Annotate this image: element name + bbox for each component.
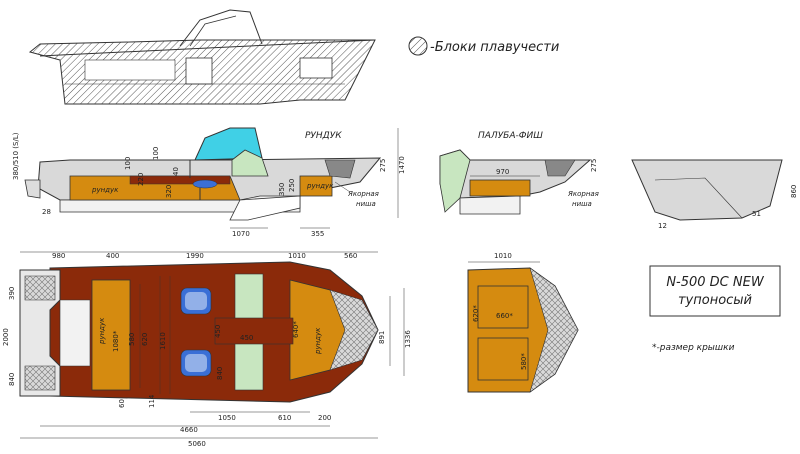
dim-40: 40	[172, 167, 180, 176]
plan-dim-450b: 450	[240, 334, 253, 342]
dim-350: 350	[278, 183, 286, 196]
deck-plan-dim-660: 660*	[496, 312, 513, 320]
dim-1070: 1070	[232, 230, 250, 238]
dim-355: 355	[311, 230, 324, 238]
deck-plan-dim-620: 620*	[472, 305, 480, 322]
anchor-label-3: Якорная	[567, 190, 599, 198]
deck-dim-275: 275	[590, 159, 598, 172]
plan-dim-610: 610	[278, 414, 291, 422]
dim-250: 250	[288, 179, 296, 192]
plan-dim-400: 400	[106, 252, 119, 260]
plan-dim-1010: 1010	[288, 252, 306, 260]
angle-12: 12	[658, 222, 667, 230]
deck-title: ПАЛУБА-ФИШ	[478, 131, 543, 141]
plan-dim-1336: 1336	[404, 330, 412, 348]
plan-dim-891: 891	[378, 331, 386, 344]
dim-275: 275	[379, 159, 387, 172]
footnote: *-размер крышки	[652, 343, 735, 353]
section-dim-860: 860	[790, 185, 798, 198]
plan-dim-200: 200	[318, 414, 331, 422]
plan-dim-4660: 4660	[180, 426, 198, 434]
plan-view: рундук рундук 980 400 1990 1010 560 390 …	[2, 251, 412, 448]
anchor-label-2: ниша	[356, 200, 376, 208]
plan-dim-114: 114	[148, 394, 156, 408]
angle-51: 51	[752, 210, 761, 218]
deck-plan-view: 1010 620* 660* 580*	[467, 252, 579, 393]
locker-top-label: РУНДУК	[305, 131, 342, 141]
locker-label-2: рундук	[306, 182, 334, 190]
plan-dim-60: 60	[118, 399, 126, 408]
locker-label: рундук	[91, 186, 119, 194]
plan-dim-620: 620	[141, 333, 149, 346]
anchor-label-4: ниша	[572, 200, 592, 208]
deck-plan-dim-580: 580*	[520, 353, 528, 370]
seat-icon	[180, 287, 212, 315]
plan-dim-1610: 1610	[159, 332, 167, 350]
plan-dim-580: 580	[128, 333, 136, 346]
dim-1470: 1470	[398, 156, 406, 174]
plan-dim-640: 640*	[292, 321, 300, 338]
plan-locker-label: рундук	[98, 317, 106, 345]
plan-dim-2000: 2000	[2, 328, 10, 346]
anchor-label-1: Якорная	[347, 190, 379, 198]
model-variant: тупоносый	[678, 293, 752, 308]
dim-100: 100	[152, 147, 160, 160]
plan-dim-390: 390	[8, 287, 16, 300]
plan-dim-450a: 450	[214, 325, 222, 338]
side-section-view: рундук рундук РУНДУК Якорная ниша 380/51…	[12, 127, 406, 238]
hatch-swatch-icon	[408, 36, 428, 56]
plan-dim-840b: 840	[216, 367, 224, 380]
deck-section-view: ПАЛУБА-ФИШ 970 275 Якорная ниша	[439, 131, 599, 215]
plan-dim-1080: 1080*	[112, 330, 120, 352]
deck-plan-dim-1010: 1010	[494, 252, 512, 260]
deck-dim-970: 970	[496, 168, 509, 176]
legend-label: -Блоки плавучести	[430, 40, 559, 55]
plan-dim-980: 980	[52, 252, 65, 260]
plan-dim-1990: 1990	[186, 252, 204, 260]
plan-dim-840: 840	[8, 373, 16, 386]
model-name: N-500 DC NEW	[666, 275, 765, 290]
flotation-legend: -Блоки плавучести	[408, 36, 559, 56]
top-profile-view	[28, 9, 376, 105]
transverse-section-view: 860 12 51	[631, 159, 798, 230]
title-box: N-500 DC NEW тупоносый	[649, 265, 781, 317]
plan-dim-5060: 5060	[188, 440, 206, 448]
plan-locker-label-2: рундук	[314, 327, 322, 355]
dim-320: 320	[165, 185, 173, 198]
plan-dim-560: 560	[344, 252, 357, 260]
dim-220: 220	[137, 173, 145, 186]
seat-icon	[180, 349, 212, 377]
plan-dim-1050: 1050	[218, 414, 236, 422]
side-height-dim: 380/510 (S/L)	[12, 132, 20, 180]
dim-100b: 100	[124, 157, 132, 170]
angle-28: 28	[42, 208, 51, 216]
